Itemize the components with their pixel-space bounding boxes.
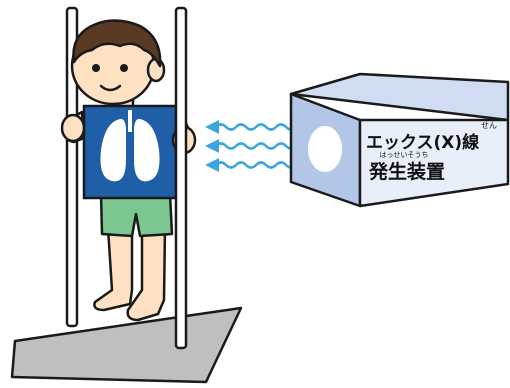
emitter-lens — [306, 124, 344, 174]
mouth — [99, 84, 122, 92]
arrowhead — [205, 120, 219, 134]
legs — [93, 226, 167, 322]
beam-arrowheads — [205, 120, 219, 172]
arrowhead — [205, 158, 219, 172]
left-pole — [65, 6, 79, 328]
device-label-ruby-2: はっせいそうち — [380, 151, 429, 159]
hair — [72, 19, 162, 68]
floor-platform — [10, 306, 243, 384]
ear — [146, 57, 166, 83]
device-label-line-1: エックス(X)線 — [366, 132, 479, 153]
right-pole — [174, 6, 188, 350]
box-front — [358, 118, 510, 208]
box-top — [289, 72, 510, 122]
head — [70, 19, 166, 106]
device-label-line-2: 発生装置 — [368, 160, 445, 183]
right-eye — [120, 64, 128, 72]
shorts — [99, 192, 174, 238]
lungs — [100, 110, 160, 182]
device-label-ruby-1: せん — [481, 121, 497, 130]
left-eye — [92, 64, 100, 72]
arrowhead — [205, 139, 219, 153]
xray-generator — [289, 72, 510, 208]
